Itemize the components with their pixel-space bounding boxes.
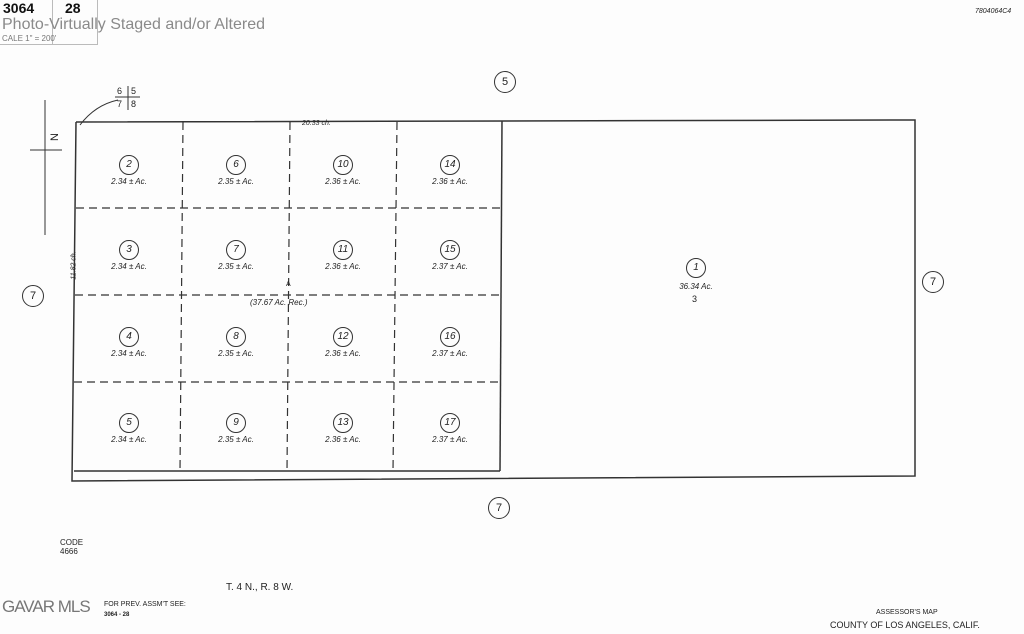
map-reference: 7804064C4	[975, 8, 1012, 15]
mls-logo: GAVAR MLS	[2, 597, 91, 616]
adjacent-page-north[interactable]: 5	[494, 71, 516, 93]
record-acreage: (37.67 Ac. Rec.)	[250, 298, 308, 307]
header-divider	[97, 0, 98, 44]
section-number: 7	[117, 99, 123, 109]
lot-area: 2.37 ± Ac.	[432, 435, 468, 444]
lot-area: 2.36 ± Ac.	[432, 177, 468, 186]
lot-number[interactable]: 4	[119, 327, 139, 347]
map-book: 3064	[3, 0, 35, 16]
section-number: 5	[131, 86, 137, 96]
header-divider	[52, 0, 53, 44]
lot-number[interactable]: 11	[333, 240, 353, 260]
prev-assessment-ref: 3064 - 28	[104, 612, 130, 618]
left-dimension: 11.82 ch.	[70, 251, 78, 280]
point-label: A	[286, 281, 291, 288]
lot-number[interactable]: 17	[440, 413, 460, 433]
lot-area: 2.34 ± Ac.	[111, 177, 147, 186]
lot-area: 2.34 ± Ac.	[111, 349, 147, 358]
parcel-divider	[499, 120, 503, 472]
lot-area: 2.35 ± Ac.	[218, 262, 254, 271]
lot-number[interactable]: 9	[226, 413, 246, 433]
lot-number[interactable]: 12	[333, 327, 353, 347]
code-label: CODE	[60, 538, 84, 547]
adjacent-page-south[interactable]: 7	[488, 497, 510, 519]
lot-area: 2.36 ± Ac.	[325, 349, 361, 358]
lot-area: 2.37 ± Ac.	[432, 262, 468, 271]
county-label: COUNTY OF LOS ANGELES, CALIF.	[830, 620, 980, 630]
lot-area: 2.34 ± Ac.	[111, 435, 147, 444]
lot-number[interactable]: 13	[333, 413, 353, 433]
watermark-text: Photo-Virtually Staged and/or Altered	[2, 16, 265, 33]
header-divider	[0, 44, 98, 45]
parcel-number[interactable]: 1	[686, 258, 706, 278]
lot-area: 2.35 ± Ac.	[218, 349, 254, 358]
code-block: CODE 4666	[60, 538, 83, 556]
lot-area: 2.34 ± Ac.	[111, 262, 147, 271]
lot-number[interactable]: 16	[440, 327, 460, 347]
north-label: N	[48, 133, 61, 141]
assessor-title: ASSESSOR'S MAP	[876, 609, 938, 616]
section-number: 6	[117, 86, 123, 96]
lot-number[interactable]: 5	[119, 413, 139, 433]
code-value: 4666	[60, 547, 78, 556]
lot-number[interactable]: 2	[119, 155, 139, 175]
lot-number[interactable]: 3	[119, 240, 139, 260]
top-dimension: 20.33 ch.	[302, 120, 331, 127]
lot-area: 2.37 ± Ac.	[432, 349, 468, 358]
lot-number[interactable]: 15	[440, 240, 460, 260]
parcel-sub: 3	[692, 294, 698, 304]
adjacent-page-west[interactable]: 7	[22, 285, 44, 307]
lot-number[interactable]: 6	[226, 155, 246, 175]
lot-area: 2.36 ± Ac.	[325, 435, 361, 444]
lot-number[interactable]: 14	[440, 155, 460, 175]
lot-number[interactable]: 7	[226, 240, 246, 260]
lot-number[interactable]: 10	[333, 155, 353, 175]
section-number: 8	[131, 99, 137, 109]
lot-area: 2.35 ± Ac.	[218, 435, 254, 444]
prev-assessment-label: FOR PREV. ASSM'T SEE:	[104, 601, 186, 608]
adjacent-page-east[interactable]: 7	[922, 271, 944, 293]
map-page: 28	[65, 0, 81, 16]
boundary-line	[71, 119, 916, 482]
lot-area: 2.36 ± Ac.	[325, 177, 361, 186]
lot-area: 2.36 ± Ac.	[325, 262, 361, 271]
parcel-area: 36.34 Ac.	[679, 282, 713, 291]
township-range: T. 4 N., R. 8 W.	[226, 582, 294, 593]
scale-label: CALE 1" = 200'	[2, 34, 57, 43]
lot-area: 2.35 ± Ac.	[218, 177, 254, 186]
lot-number[interactable]: 8	[226, 327, 246, 347]
